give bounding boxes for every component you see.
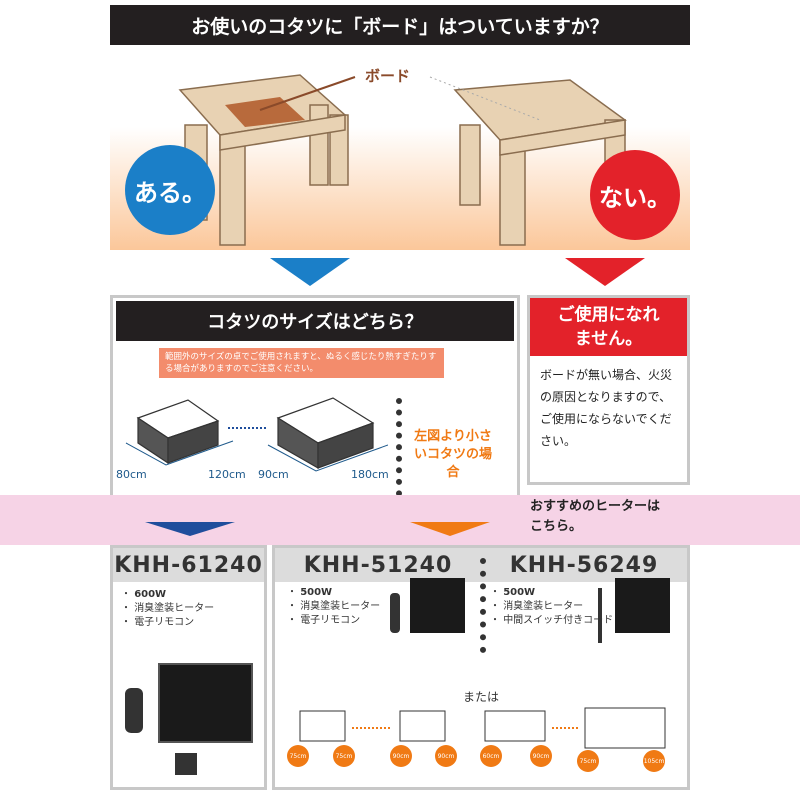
table-illustrations <box>178 74 627 246</box>
large-depth: 90cm <box>258 468 289 481</box>
size-tag: 75cm <box>287 745 309 767</box>
product-model: KHH-61240 <box>113 548 264 582</box>
switch-cord-image <box>598 588 602 643</box>
red-arrow-down-icon <box>565 258 645 286</box>
spec-item: ・ 消臭塗装ヒーター <box>121 603 215 614</box>
size-tag: 90cm <box>530 745 552 767</box>
product-model: KHH-51240 <box>303 552 453 578</box>
small-depth: 80cm <box>116 468 147 481</box>
blue-arrow-down-icon <box>270 258 350 286</box>
remote-image <box>390 593 400 633</box>
size-tag: 75cm <box>577 750 599 772</box>
spec-item: ・ 消臭塗装ヒーター <box>287 601 381 612</box>
remote-image <box>125 688 143 733</box>
unusable-title: ご使用になれません。 <box>530 298 687 356</box>
unusable-panel: ご使用になれません。 ボードが無い場合、火災の原因となりますので、ご使用にならな… <box>527 295 690 485</box>
size-tag: 90cm <box>390 745 412 767</box>
product-card-pair: KHH-51240 KHH-56249 ・ 500W ・ 消臭塗装ヒーター ・ … <box>272 545 690 790</box>
spec-item: ・ 500W <box>287 587 333 598</box>
recommend-band <box>0 495 800 545</box>
recommend-label: おすすめのヒーターはこちら。 <box>530 499 661 534</box>
spec-item: ・ 電子リモコン <box>287 615 361 626</box>
small-width: 120cm <box>208 468 246 481</box>
spec-item: ・ 中間スイッチ付きコード <box>490 615 614 626</box>
spec-item: ・ 500W <box>490 587 536 598</box>
table-size-illustrations <box>125 397 388 472</box>
product-header: KHH-51240 KHH-56249 <box>275 548 687 582</box>
board-arrow <box>259 76 356 111</box>
dotted-divider <box>396 398 402 508</box>
product-card-khh-61240: KHH-61240 ・ 600W ・ 消臭塗装ヒーター ・ 電子リモコン <box>110 545 267 790</box>
size-section: コタツのサイズはどちら？ 範囲外のサイズの卓でご使用されますと、ぬるく感じたり熱… <box>110 295 520 510</box>
size-warning: 範囲外のサイズの卓でご使用されますと、ぬるく感じたり熱すぎたりする場合があります… <box>159 348 444 378</box>
size-tag: 60cm <box>480 745 502 767</box>
controller-image <box>175 753 197 775</box>
heater-image <box>410 578 465 633</box>
heater-image <box>158 663 253 743</box>
large-width: 180cm <box>351 468 389 481</box>
blue-arrow-down-icon <box>145 522 235 536</box>
smaller-note: 左図より小さいコタツの場合 <box>413 429 492 480</box>
heater-image <box>615 578 670 633</box>
no-badge: ない。 <box>590 150 680 240</box>
page-title: お使いのコタツに「ボード」はついていますか？ <box>110 5 690 45</box>
orange-arrow-down-icon <box>410 522 490 536</box>
size-tag: 90cm <box>435 745 457 767</box>
spec-item: ・ 電子リモコン <box>121 617 195 628</box>
or-label: または <box>462 690 499 704</box>
size-tag: 105cm <box>643 750 665 772</box>
spec-item: ・ 消臭塗装ヒーター <box>490 601 584 612</box>
size-title: コタツのサイズはどちら？ <box>116 301 514 341</box>
dotted-divider <box>480 558 486 653</box>
board-label: ボード <box>365 67 411 85</box>
yes-badge: ある。 <box>125 145 215 235</box>
board-question-panel: ボード ある。 ない。 <box>110 45 690 250</box>
unusable-body: ボードが無い場合、火災の原因となりますので、ご使用にならないでください。 <box>540 368 673 448</box>
spec-item: ・ 600W <box>121 589 167 600</box>
product-model: KHH-56249 <box>509 552 659 578</box>
size-tag: 75cm <box>333 745 355 767</box>
size-table-illustrations <box>299 707 666 749</box>
